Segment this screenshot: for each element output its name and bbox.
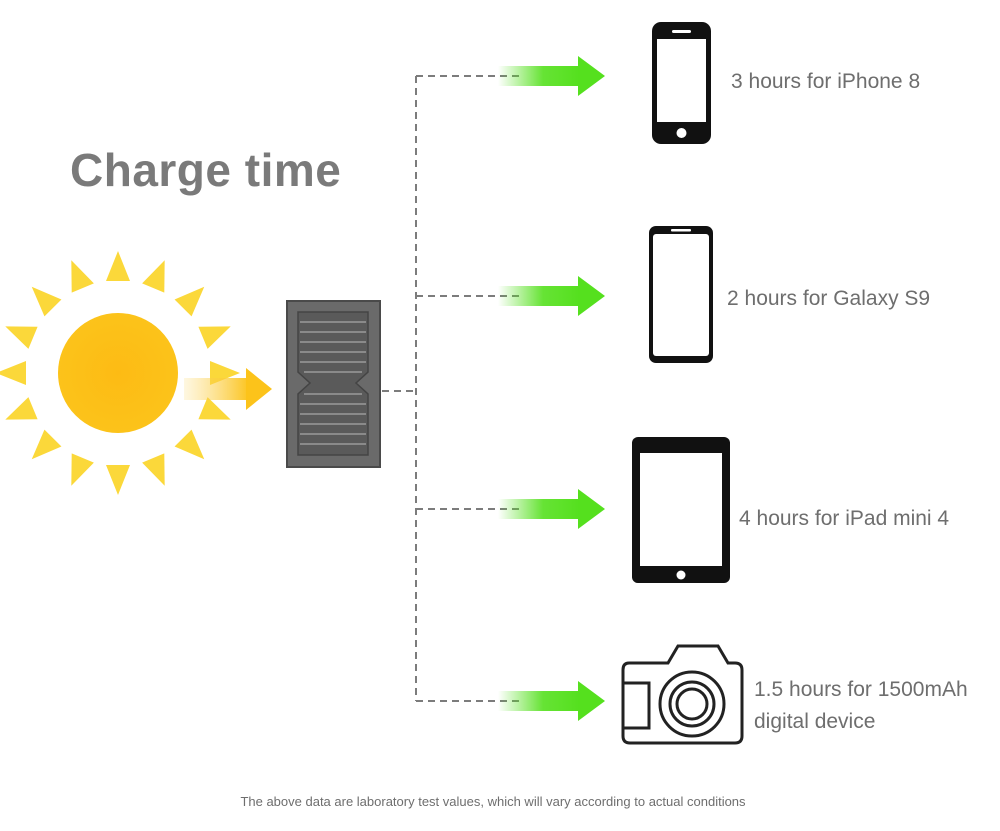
sunlight-arrow-icon bbox=[184, 368, 272, 410]
sun-icon bbox=[0, 251, 240, 495]
device-label-camera-line2: digital device bbox=[754, 710, 876, 733]
green-arrow-icon bbox=[498, 681, 605, 721]
device-label-iphone: 3 hours for iPhone 8 bbox=[731, 70, 921, 93]
connector-lines bbox=[382, 75, 520, 702]
device-label-galaxy: 2 hours for Galaxy S9 bbox=[727, 287, 931, 310]
footnote: The above data are laboratory test value… bbox=[240, 794, 746, 809]
device-label-camera-line1: 1.5 hours for 1500mAh bbox=[754, 678, 968, 701]
solar-panel-icon bbox=[286, 300, 381, 468]
green-arrow-icon bbox=[498, 489, 605, 529]
phone-icon bbox=[649, 226, 713, 363]
green-arrow-icon bbox=[498, 56, 605, 96]
page-title: Charge time bbox=[70, 144, 342, 196]
camera-icon bbox=[621, 644, 744, 745]
tablet-icon bbox=[632, 437, 730, 583]
device-label-ipad: 4 hours for iPad mini 4 bbox=[739, 507, 950, 530]
green-arrow-icon bbox=[498, 276, 605, 316]
phone-icon bbox=[652, 22, 711, 144]
